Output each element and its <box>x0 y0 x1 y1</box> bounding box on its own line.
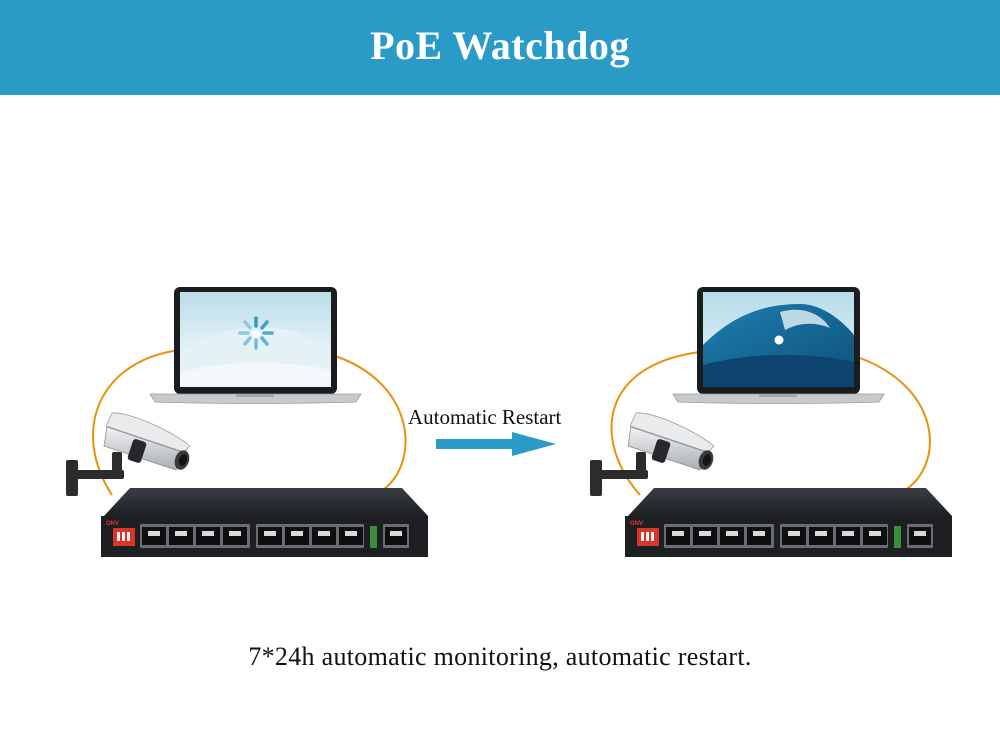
right-laptop <box>672 287 885 404</box>
left-switch-brand: ONV <box>106 521 119 527</box>
left-camera <box>66 412 191 496</box>
apple-logo-icon-right <box>774 335 784 345</box>
title-banner <box>0 0 1000 95</box>
apple-logo-icon <box>252 330 260 338</box>
automatic-restart-arrow <box>436 432 556 456</box>
right-switch-brand: ONV <box>630 521 643 527</box>
left-setup: ONV <box>66 287 428 557</box>
right-setup: ONV <box>590 287 952 557</box>
page-title: PoE Watchdog <box>370 23 630 68</box>
right-cable-loop-right <box>859 357 931 494</box>
arrow-label: Automatic Restart <box>408 405 562 429</box>
left-laptop <box>149 287 362 404</box>
right-camera <box>590 412 715 496</box>
left-poe-switch: ONV <box>101 488 428 557</box>
left-cable-loop-right <box>334 355 407 494</box>
restart-spinner-icon <box>238 316 274 350</box>
right-poe-switch: ONV <box>625 488 952 557</box>
diagram-caption: 7*24h automatic monitoring, automatic re… <box>248 642 752 671</box>
